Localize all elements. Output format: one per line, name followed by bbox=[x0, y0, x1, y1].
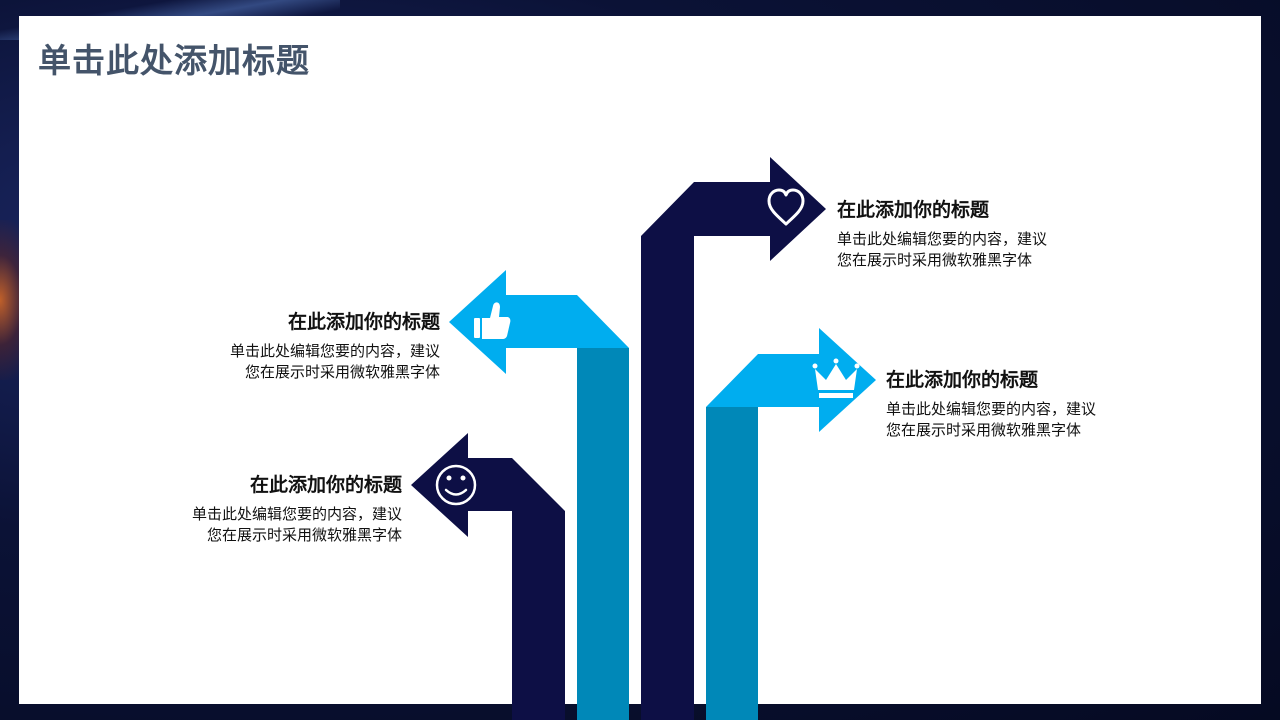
arrow-crown[interactable] bbox=[706, 328, 876, 720]
text-block-crown: 在此添加你的标题 单击此处编辑您要的内容，建议您在展示时采用微软雅黑字体 bbox=[886, 367, 1101, 441]
heading-heart[interactable]: 在此添加你的标题 bbox=[837, 199, 990, 221]
arrow-smiley-stem bbox=[512, 511, 565, 720]
body-smiley[interactable]: 单击此处编辑您要的内容，建议您在展示时采用微软雅黑字体 bbox=[191, 505, 402, 544]
thumbs-up-icon bbox=[474, 302, 511, 339]
slide-title[interactable]: 单击此处添加标题 bbox=[38, 41, 310, 80]
arrow-heart[interactable] bbox=[641, 157, 826, 720]
arrow-heart-head bbox=[641, 157, 826, 261]
heading-crown[interactable]: 在此添加你的标题 bbox=[886, 369, 1039, 391]
body-heart[interactable]: 单击此处编辑您要的内容，建议您在展示时采用微软雅黑字体 bbox=[837, 230, 1048, 269]
arrow-heart-stem bbox=[641, 236, 694, 720]
heart-icon bbox=[767, 188, 805, 226]
arrow-crown-stem bbox=[706, 407, 758, 720]
arrow-thumbs-up-head bbox=[449, 270, 629, 374]
text-block-heart: 在此添加你的标题 单击此处编辑您要的内容，建议您在展示时采用微软雅黑字体 bbox=[837, 197, 1052, 271]
heading-thumbs-up[interactable]: 在此添加你的标题 bbox=[287, 311, 440, 333]
arrow-crown-head bbox=[706, 328, 876, 432]
text-block-thumbs-up: 在此添加你的标题 单击此处编辑您要的内容，建议您在展示时采用微软雅黑字体 bbox=[228, 309, 440, 383]
crown-icon bbox=[812, 358, 860, 398]
heading-smiley[interactable]: 在此添加你的标题 bbox=[249, 474, 402, 496]
arrow-thumbs-up-stem bbox=[577, 348, 629, 720]
arrow-smiley[interactable] bbox=[411, 433, 565, 720]
arrow-smiley-head bbox=[411, 433, 565, 537]
text-block-smiley: 在此添加你的标题 单击此处编辑您要的内容，建议您在展示时采用微软雅黑字体 bbox=[190, 472, 402, 546]
body-thumbs-up[interactable]: 单击此处编辑您要的内容，建议您在展示时采用微软雅黑字体 bbox=[229, 342, 440, 381]
slide-canvas bbox=[19, 16, 1261, 704]
arrow-thumbs-up[interactable] bbox=[449, 270, 629, 720]
smiley-icon bbox=[435, 464, 477, 506]
body-crown[interactable]: 单击此处编辑您要的内容，建议您在展示时采用微软雅黑字体 bbox=[886, 400, 1097, 439]
